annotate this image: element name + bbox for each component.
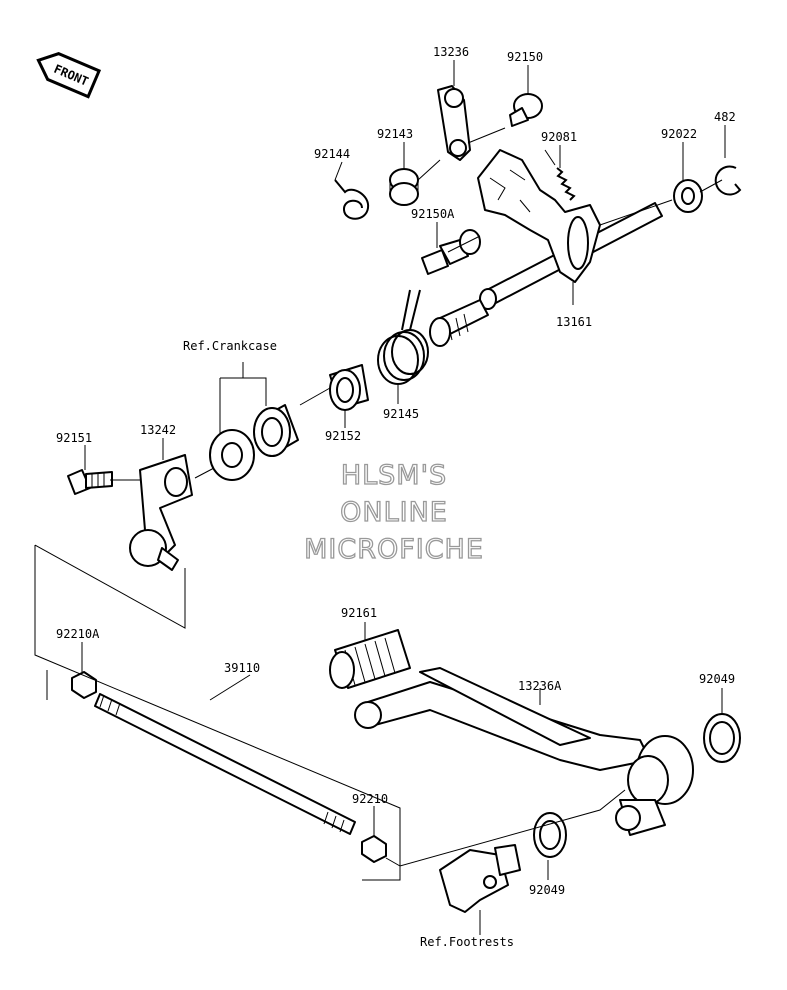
label-13236A: 13236A <box>518 679 562 693</box>
label-92152: 92152 <box>325 429 361 443</box>
label-92145: 92145 <box>383 407 419 421</box>
label-92049-lower: 92049 <box>529 883 565 897</box>
label-13161: 13161 <box>556 315 592 329</box>
nut-92210 <box>361 835 387 863</box>
label-92144: 92144 <box>314 147 350 161</box>
circlip-482 <box>714 165 742 196</box>
rubber-92161 <box>329 629 411 689</box>
label-13242: 13242 <box>140 423 176 437</box>
label-92151: 92151 <box>56 431 92 445</box>
label-482: 482 <box>714 110 736 124</box>
label-92210: 92210 <box>352 792 388 806</box>
watermark: HLSM'S ONLINE MICROFICHE <box>303 459 484 565</box>
bolt-92151 <box>67 469 113 495</box>
watermark-line-1: HLSM'S <box>341 460 447 491</box>
watermark-line-2: ONLINE <box>340 497 448 528</box>
label-92150: 92150 <box>507 50 543 64</box>
label-39110: 39110 <box>224 661 260 675</box>
washer-92049-right <box>703 713 741 763</box>
bushing-92152 <box>329 364 369 411</box>
label-ref-footrests: Ref.Footrests <box>420 935 514 949</box>
washer-92049-lower <box>533 812 567 858</box>
collar-92143 <box>389 168 419 206</box>
stud-92150A <box>421 229 481 275</box>
leader-lines <box>34 60 726 935</box>
pedal-13236A <box>354 667 694 836</box>
watermark-line-3: MICROFICHE <box>304 534 484 565</box>
tie-rod-39110 <box>94 693 356 835</box>
crankcase-seal <box>209 429 255 481</box>
crankcase-bearing <box>253 404 299 457</box>
label-92022: 92022 <box>661 127 697 141</box>
spring-92145 <box>377 289 429 385</box>
link-arm-13236 <box>437 85 471 161</box>
bolt-92150 <box>509 93 543 127</box>
label-92049-right: 92049 <box>699 672 735 686</box>
part-labels: 13236 92150 482 92143 92081 92022 92144 … <box>56 45 736 949</box>
spring-92144 <box>334 179 370 220</box>
label-92143: 92143 <box>377 127 413 141</box>
shift-shaft <box>429 149 663 347</box>
label-92150A: 92150A <box>411 207 455 221</box>
label-92161: 92161 <box>341 606 377 620</box>
label-13236: 13236 <box>433 45 469 59</box>
front-arrow-tag: FRONT <box>36 52 102 99</box>
lever-13242 <box>129 454 193 571</box>
washer-92022 <box>673 179 703 213</box>
spring-92081 <box>544 149 576 201</box>
label-92081: 92081 <box>541 130 577 144</box>
footrest-clevis <box>439 844 521 913</box>
label-ref-crankcase: Ref.Crankcase <box>183 339 277 353</box>
label-92210A: 92210A <box>56 627 100 641</box>
